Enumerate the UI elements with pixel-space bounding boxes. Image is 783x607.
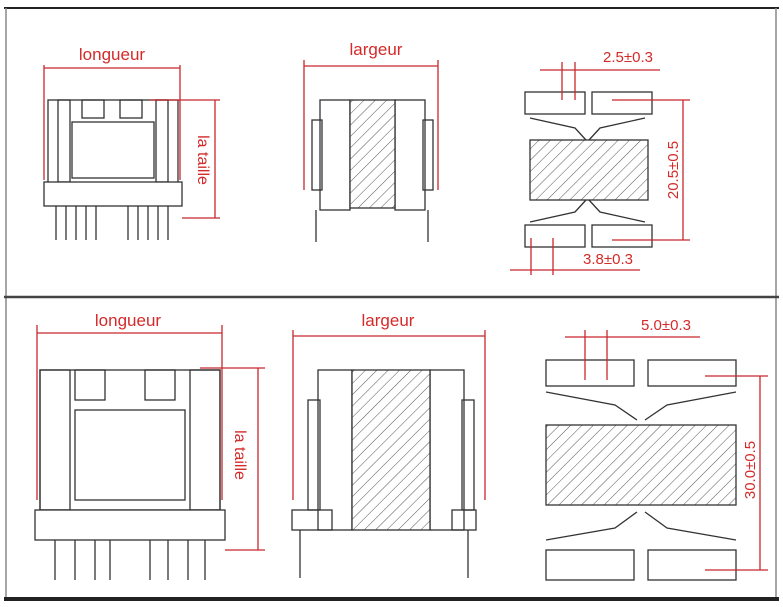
height-label: 20.5±0.5 xyxy=(665,141,682,199)
top-side-view: largeur xyxy=(303,40,439,242)
pin-pitch-top-label: 2.5±0.3 xyxy=(603,49,653,66)
dimension-longueur xyxy=(43,65,181,180)
la-taille-label: la taille xyxy=(194,135,211,185)
bottom-side-view: largeur xyxy=(291,311,486,578)
frame xyxy=(4,7,779,601)
bottom-bottom-view: 5.0±0.3 30.0±0.5 xyxy=(545,317,768,581)
la-taille-label: la taille xyxy=(231,430,248,480)
largeur-label: largeur xyxy=(362,311,415,330)
dimension-la-taille xyxy=(150,99,220,219)
bottom-front-view: longueur la taille xyxy=(34,311,265,580)
top-bottom-view: 2.5±0.3 20.5±0.5 3.8±0.3 xyxy=(510,49,690,275)
top-front-view: longueur la taille xyxy=(43,45,220,240)
pin-pitch-bottom-label: 3.8±0.3 xyxy=(583,251,633,268)
height-label: 30.0±0.5 xyxy=(742,441,759,499)
longueur-label: longueur xyxy=(95,311,162,330)
pin-pitch-top-label: 5.0±0.3 xyxy=(641,317,691,334)
longueur-label: longueur xyxy=(79,45,146,64)
largeur-label: largeur xyxy=(350,40,403,59)
